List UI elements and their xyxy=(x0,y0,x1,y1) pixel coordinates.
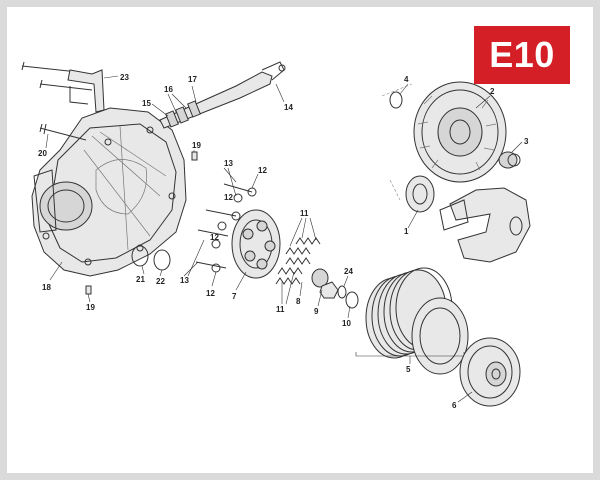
dowel-pin-19-top xyxy=(191,151,198,161)
callout-18: 18 xyxy=(42,283,51,292)
o-ring-21 xyxy=(131,245,149,267)
clutch-hub-6 xyxy=(459,337,521,407)
callout-8: 8 xyxy=(296,297,301,306)
primary-gear-1 xyxy=(405,175,435,213)
callout-6: 6 xyxy=(452,401,457,410)
release-shaft xyxy=(159,61,286,129)
callout-5: 5 xyxy=(406,365,411,374)
callout-22: 22 xyxy=(156,277,165,286)
callout-labels: 1 2 3 4 5 6 7 8 9 10 11 11 12 12 12 12 1… xyxy=(38,73,529,410)
bolts-13 xyxy=(195,183,257,273)
clutch-cover xyxy=(31,107,187,277)
callout-12-c: 12 xyxy=(210,233,219,242)
bearing-8 xyxy=(311,268,329,288)
callout-11-upper: 11 xyxy=(300,209,309,218)
callout-4: 4 xyxy=(404,75,409,84)
callout-17: 17 xyxy=(188,75,197,84)
callout-20: 20 xyxy=(38,149,47,158)
callout-9: 9 xyxy=(314,307,319,316)
bolt-20 xyxy=(39,123,87,141)
callout-19-lower: 19 xyxy=(86,303,95,312)
bushing-3 xyxy=(498,151,521,169)
crankshaft xyxy=(439,187,531,263)
o-ring-22 xyxy=(153,249,171,271)
callout-3: 3 xyxy=(524,137,529,146)
springs-11 xyxy=(275,237,321,285)
callout-21: 21 xyxy=(136,275,145,284)
nut-9 xyxy=(319,281,339,299)
thrust-washer-4 xyxy=(389,91,403,109)
leader-lines xyxy=(45,83,523,403)
dowel-pin-19-bottom xyxy=(85,285,92,295)
callout-7: 7 xyxy=(232,292,237,301)
callout-12-b: 12 xyxy=(224,193,233,202)
bolts-23 xyxy=(21,61,119,113)
callout-23: 23 xyxy=(120,73,129,82)
clutch-pack-5 xyxy=(355,267,469,375)
clutch-basket-2 xyxy=(381,81,507,201)
pressure-plate-7 xyxy=(231,209,281,279)
washer-10 xyxy=(345,291,359,309)
callout-14: 14 xyxy=(284,103,293,112)
callout-24: 24 xyxy=(344,267,353,276)
callout-1: 1 xyxy=(404,227,409,236)
callout-19-upper: 19 xyxy=(192,141,201,150)
callout-11-lower: 11 xyxy=(276,305,285,314)
callout-13-lower: 13 xyxy=(180,276,189,285)
callout-12-d: 12 xyxy=(206,289,215,298)
callout-16: 16 xyxy=(164,85,173,94)
callout-15: 15 xyxy=(142,99,151,108)
callout-10: 10 xyxy=(342,319,351,328)
section-badge: E10 xyxy=(474,26,570,84)
callout-2: 2 xyxy=(490,87,495,96)
callout-12-a: 12 xyxy=(258,166,267,175)
washer-24 xyxy=(337,285,347,299)
callout-13-upper: 13 xyxy=(224,159,233,168)
